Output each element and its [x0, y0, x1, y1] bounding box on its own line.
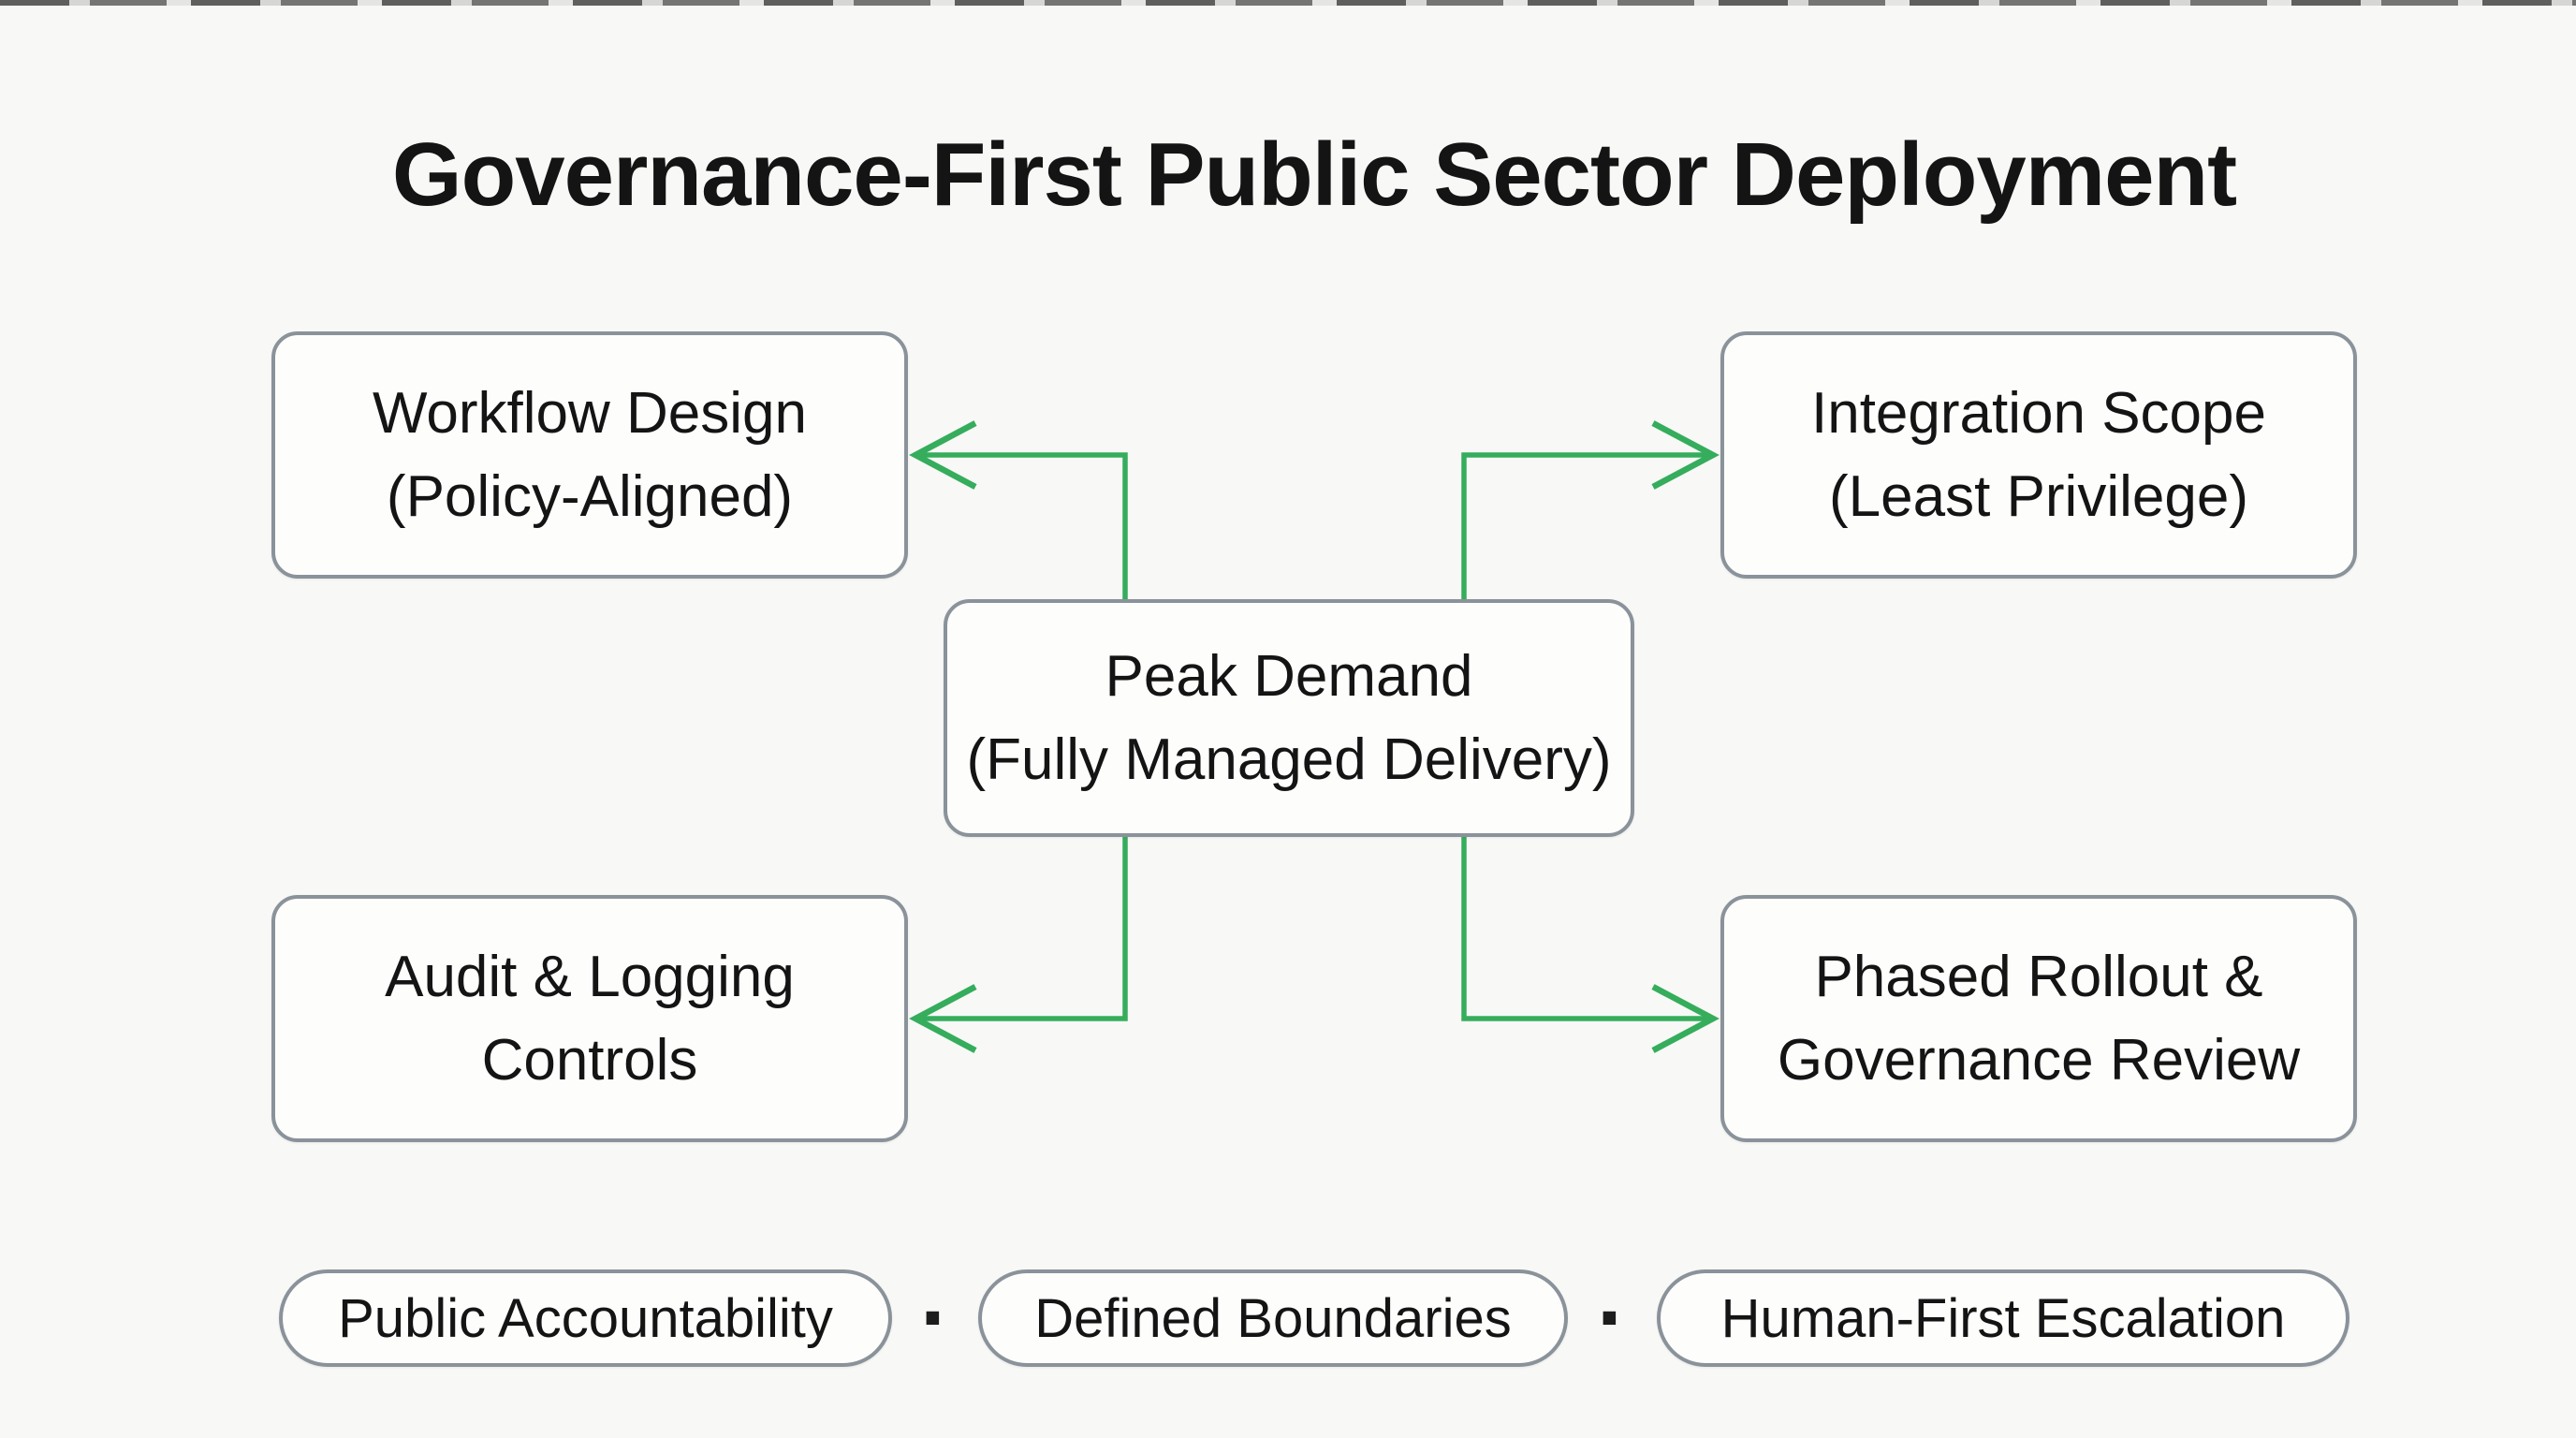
connector-bottom-right: [1461, 836, 1709, 1021]
page-title: Governance-First Public Sector Deploymen…: [391, 125, 2237, 225]
node-label: Integration Scope: [1810, 380, 2266, 446]
node-integration-scope: Integration Scope (Least Privilege): [1720, 331, 2357, 579]
node-label: Audit & Logging: [385, 944, 795, 1009]
node-sublabel: Controls: [481, 1028, 698, 1093]
node-label: Workflow Design: [372, 380, 807, 446]
node-phased-rollout-governance-review: Phased Rollout & Governance Review: [1720, 895, 2357, 1142]
node-sublabel: (Policy-Aligned): [386, 464, 794, 529]
arrowhead-right-bottom-icon: [1651, 984, 1720, 1053]
node-workflow-design: Workflow Design (Policy-Aligned): [271, 331, 908, 579]
badge-defined-boundaries: Defined Boundaries: [978, 1269, 1568, 1367]
dot-separator: ·: [1597, 1268, 1627, 1368]
node-sublabel: (Fully Managed Delivery): [966, 727, 1612, 792]
badge-label: Public Accountability: [338, 1287, 833, 1349]
arrowhead-left-bottom-icon: [909, 984, 977, 1053]
connector-top-left: [919, 452, 1128, 600]
badge-public-accountability: Public Accountability: [279, 1269, 892, 1367]
top-edge-artifact: [0, 0, 2576, 6]
connector-bottom-left: [919, 836, 1128, 1021]
dot-separator: ·: [920, 1268, 950, 1368]
badge-label: Human-First Escalation: [1720, 1287, 2286, 1349]
connector-top-right: [1461, 452, 1709, 600]
node-peak-demand: Peak Demand (Fully Managed Delivery): [944, 599, 1634, 837]
node-label: Phased Rollout &: [1814, 944, 2263, 1009]
arrowhead-left-top-icon: [909, 420, 977, 490]
node-label: Peak Demand: [1105, 643, 1473, 709]
arrowhead-right-top-icon: [1651, 420, 1720, 490]
node-sublabel: (Least Privilege): [1829, 464, 2248, 529]
badge-human-first-escalation: Human-First Escalation: [1657, 1269, 2349, 1367]
badge-label: Defined Boundaries: [1034, 1287, 1512, 1349]
node-audit-logging-controls: Audit & Logging Controls: [271, 895, 908, 1142]
node-sublabel: Governance Review: [1777, 1028, 2301, 1093]
